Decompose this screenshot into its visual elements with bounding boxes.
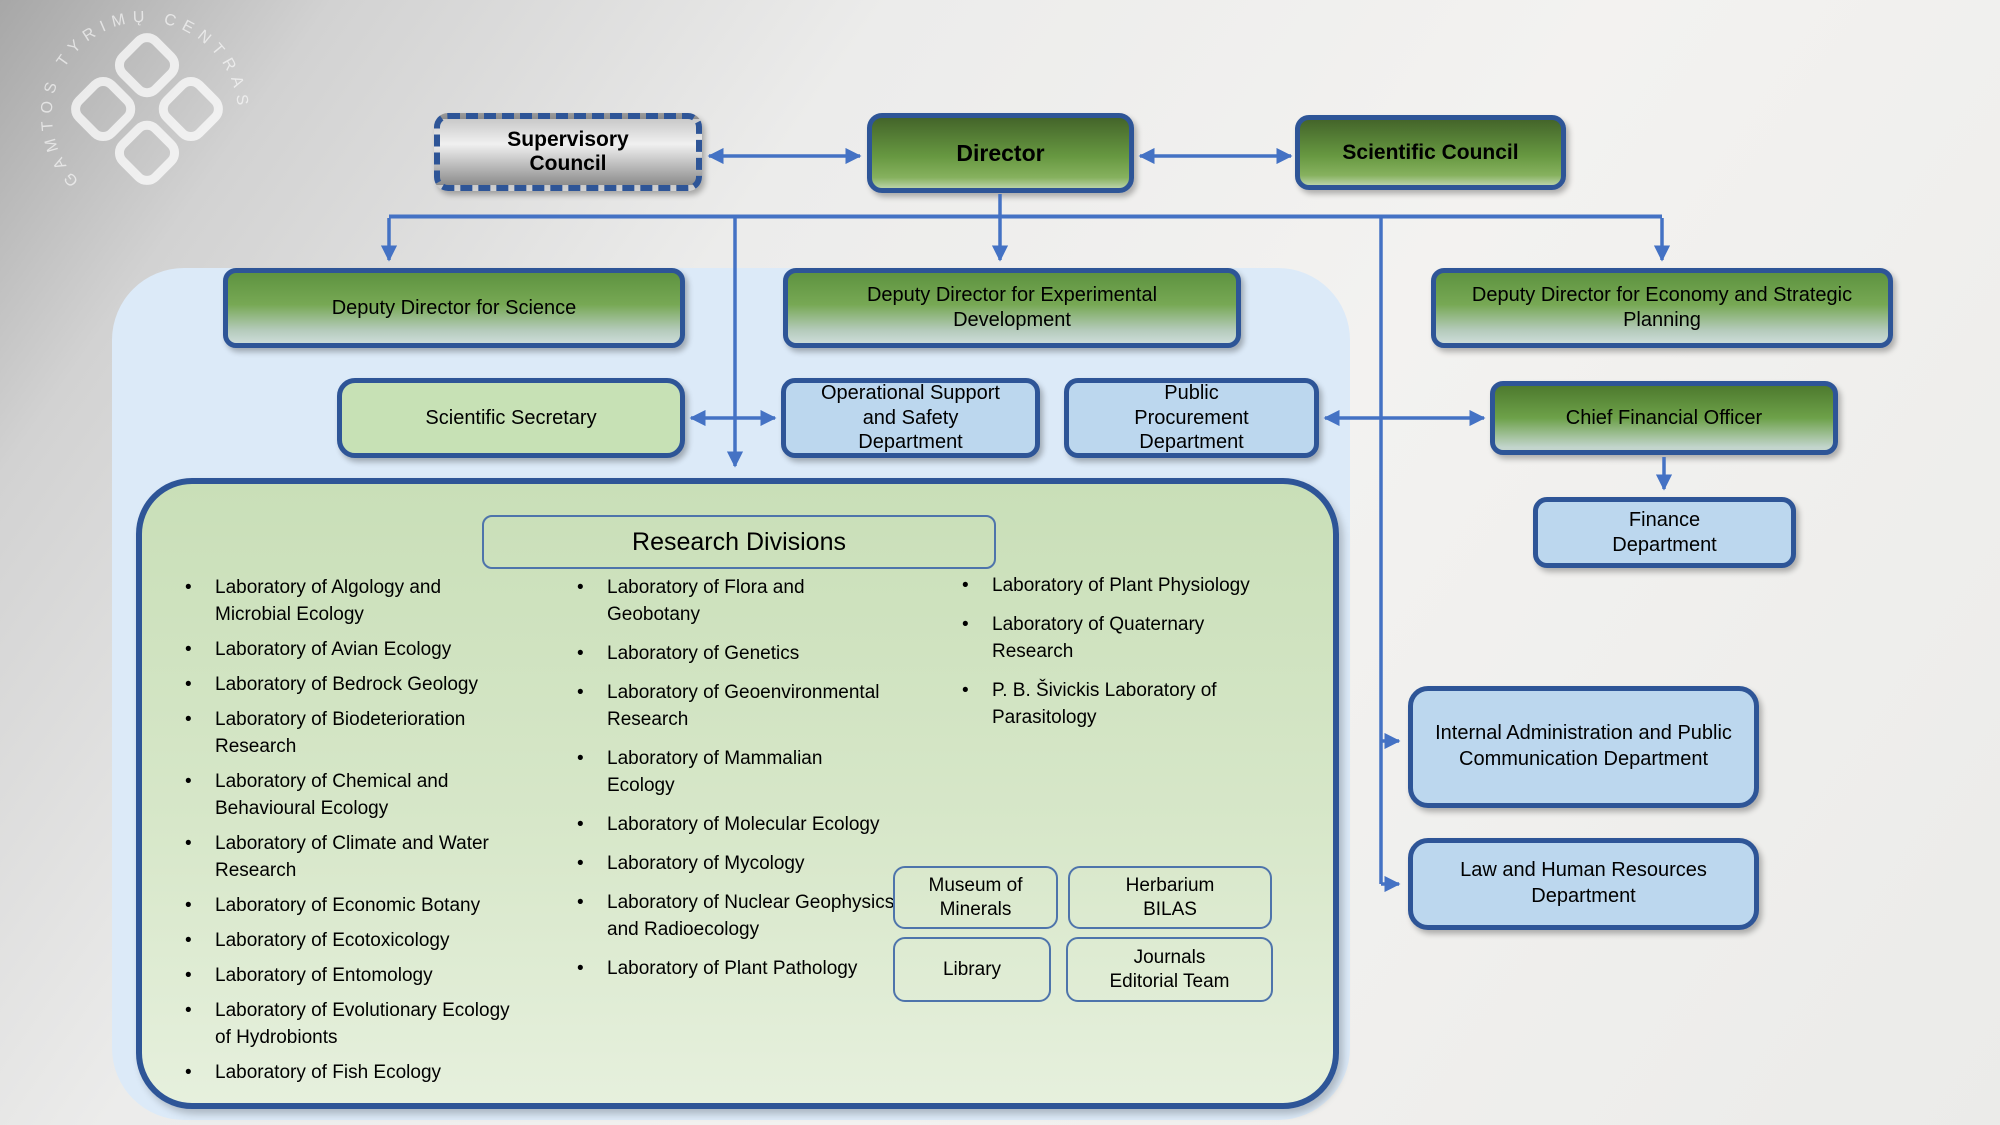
director-label: Director	[956, 139, 1045, 166]
lab-list-item: Laboratory of Quaternary Research	[950, 611, 1250, 665]
research-divisions-title-label: Research Divisions	[632, 527, 846, 556]
deputy-experimental-box: Deputy Director for Experimental Develop…	[783, 268, 1241, 348]
scientific-secretary-box: Scientific Secretary	[337, 378, 685, 458]
lab-list-item: Laboratory of Avian Ecology	[173, 636, 518, 663]
lab-list-column-3: Laboratory of Plant PhysiologyLaboratory…	[950, 572, 1250, 743]
scientific-secretary-label: Scientific Secretary	[425, 406, 597, 429]
deputy-economy-label: Deputy Director for Economy and Strategi…	[1471, 284, 1853, 331]
internal-administration-label: Internal Administration and Public Commu…	[1435, 722, 1732, 770]
lab-list-item: Laboratory of Ecotoxicology	[173, 927, 518, 954]
scientific-council-label: Scientific Council	[1342, 140, 1519, 164]
lab-list-item: Laboratory of Bedrock Geology	[173, 671, 518, 698]
lab-list-item: Laboratory of Plant Pathology	[565, 955, 895, 982]
finance-department-label: Finance Department	[1612, 509, 1717, 556]
public-procurement-label: Public Procurement Department	[1134, 382, 1249, 454]
finance-department-box: Finance Department	[1533, 497, 1796, 568]
lab-list-item: Laboratory of Genetics	[565, 640, 895, 667]
law-hr-label: Law and Human Resources Department	[1460, 859, 1707, 907]
herbarium-bilas-label: Herbarium BILAS	[1125, 875, 1215, 920]
chief-financial-officer-box: Chief Financial Officer	[1490, 381, 1838, 455]
deputy-science-box: Deputy Director for Science	[223, 268, 685, 348]
watermark-diamond-icon	[71, 33, 223, 185]
lab-list-item: Laboratory of Nuclear Geophysics and Rad…	[565, 889, 895, 943]
lab-list-item: Laboratory of Entomology	[173, 962, 518, 989]
lab-list-column-2: Laboratory of Flora and GeobotanyLaborat…	[565, 574, 895, 994]
lab-list-item: Laboratory of Fish Ecology	[173, 1059, 518, 1086]
research-divisions-title: Research Divisions	[482, 515, 996, 569]
library-label: Library	[942, 958, 1002, 980]
lab-list-item: Laboratory of Mycology	[565, 850, 895, 877]
lab-list-item: P. B. Šivickis Laboratory of Parasitolog…	[950, 677, 1250, 731]
lab-list-item: Laboratory of Plant Physiology	[950, 572, 1250, 599]
deputy-science-label: Deputy Director for Science	[331, 296, 577, 319]
library-box: Library	[893, 937, 1051, 1002]
scientific-council-box: Scientific Council	[1295, 115, 1566, 190]
public-procurement-box: Public Procurement Department	[1064, 378, 1319, 458]
lab-list-item: Laboratory of Economic Botany	[173, 892, 518, 919]
museum-of-minerals-box: Museum of Minerals	[893, 866, 1058, 929]
lab-list-item: Laboratory of Evolutionary Ecology of Hy…	[173, 997, 518, 1051]
lab-list-item: Laboratory of Biodeterioration Research	[173, 706, 518, 760]
operational-support-label: Operational Support and Safety Departmen…	[820, 382, 1000, 454]
deputy-economy-box: Deputy Director for Economy and Strategi…	[1431, 268, 1893, 348]
lab-list-item: Laboratory of Mammalian Ecology	[565, 745, 895, 799]
lab-list-item: Laboratory of Molecular Ecology	[565, 811, 895, 838]
director-box: Director	[867, 113, 1134, 193]
lab-list-item: Laboratory of Algology and Microbial Eco…	[173, 574, 518, 628]
journals-editorial-team-label: Journals Editorial Team	[1109, 947, 1230, 992]
chief-financial-officer-label: Chief Financial Officer	[1565, 406, 1763, 429]
lab-list-item: Laboratory of Chemical and Behavioural E…	[173, 768, 518, 822]
lab-list-item: Laboratory of Flora and Geobotany	[565, 574, 895, 628]
operational-support-box: Operational Support and Safety Departmen…	[781, 378, 1040, 458]
herbarium-bilas-box: Herbarium BILAS	[1068, 866, 1272, 929]
supervisory-council-box: Supervisory Council	[434, 113, 702, 191]
law-hr-box: Law and Human Resources Department	[1408, 838, 1759, 930]
lab-list-item: Laboratory of Geoenvironmental Research	[565, 679, 895, 733]
lab-list-column-1: Laboratory of Algology and Microbial Eco…	[173, 574, 518, 1094]
journals-editorial-team-box: Journals Editorial Team	[1066, 937, 1273, 1002]
supervisory-council-label: Supervisory Council	[507, 127, 629, 175]
watermark-logo: GAMTOS TYRIMŲ CENTRAS	[38, 9, 244, 190]
lab-list-item: Laboratory of Climate and Water Research	[173, 830, 518, 884]
museum-of-minerals-label: Museum of Minerals	[928, 875, 1023, 920]
deputy-experimental-label: Deputy Director for Experimental Develop…	[866, 284, 1158, 331]
internal-administration-box: Internal Administration and Public Commu…	[1408, 686, 1759, 808]
